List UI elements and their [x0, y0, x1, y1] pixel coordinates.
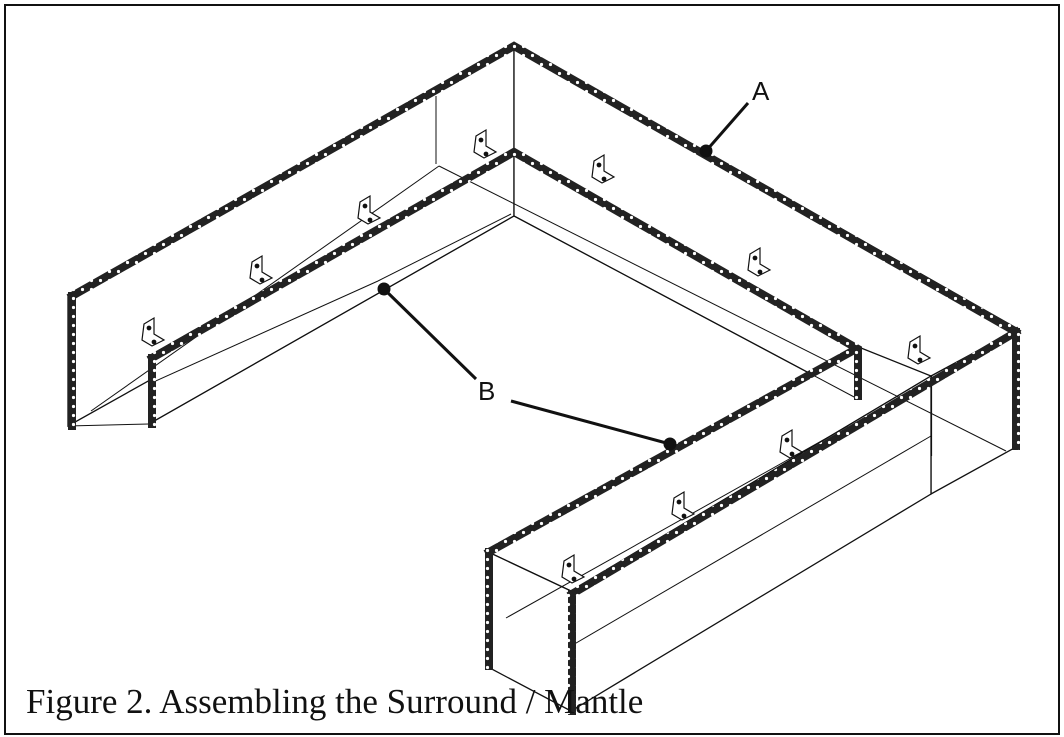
callout-a-label: A	[752, 76, 770, 106]
floor-lines	[67, 96, 1007, 647]
leader-a-dot	[699, 144, 713, 158]
bracket	[141, 316, 166, 347]
lower-leg-box	[484, 345, 933, 713]
bracket	[671, 490, 696, 521]
leader-a	[704, 102, 750, 152]
bracket	[473, 128, 498, 159]
mantle-assembly-drawing	[66, 41, 1022, 715]
leader-b-lower-dot	[663, 437, 677, 451]
bracket	[591, 153, 616, 184]
leader-b-upper-dot	[377, 282, 391, 296]
bracket	[561, 553, 586, 584]
bracket	[249, 254, 274, 285]
perforated-edges	[66, 41, 1022, 715]
corner-brackets	[141, 128, 932, 584]
figure-caption: Figure 2. Assembling the Surround / Mant…	[26, 682, 644, 721]
leader-b-upper	[382, 287, 478, 381]
callout-b-label: B	[478, 376, 496, 406]
bracket	[747, 246, 772, 277]
leader-b-lower	[510, 399, 671, 446]
bracket	[779, 428, 804, 459]
bracket	[357, 194, 382, 225]
figure-frame: A B Figure 2. Assembling the Surround / …	[4, 4, 1060, 735]
bracket	[907, 334, 932, 365]
callout-leaders	[377, 102, 750, 451]
